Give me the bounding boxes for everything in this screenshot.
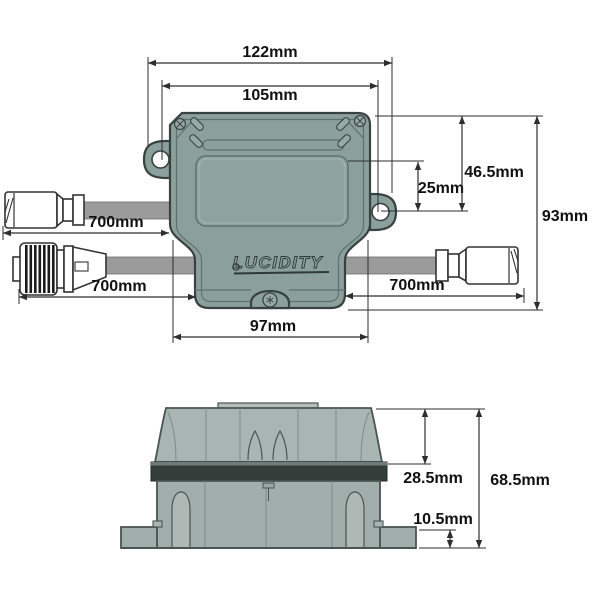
foot-bump-right xyxy=(373,520,384,528)
dim-label-97mm: 97mm xyxy=(250,318,296,335)
gasket-band-highlight xyxy=(151,462,387,466)
foot-right xyxy=(379,526,417,549)
tab-hole-right xyxy=(371,202,390,222)
connector-cone xyxy=(72,246,107,292)
dim-label-700mm-lower-left: 700mm xyxy=(91,278,146,295)
recessed-panel xyxy=(195,155,349,227)
knurl-ribs xyxy=(25,245,55,293)
center-screw-slot xyxy=(262,482,275,489)
logo-underline xyxy=(233,271,330,275)
lid-surface-lines xyxy=(167,408,370,462)
dimensions-top-view: 122mm 105mm 25mm 46.5mm 93mm 97mm 700mm … xyxy=(2,44,588,343)
corner-screw-left xyxy=(173,117,204,148)
connector-key-slot xyxy=(74,261,89,272)
dim-label-68-5mm: 68.5mm xyxy=(490,472,550,489)
corner-screw-right xyxy=(336,114,367,148)
enclosure-side-view xyxy=(120,402,417,549)
gland-arch-left xyxy=(171,491,191,549)
connector-body xyxy=(4,191,58,229)
dim-label-28-5mm: 28.5mm xyxy=(403,470,463,487)
foot-left xyxy=(120,526,158,549)
dim-label-46-5mm: 46.5mm xyxy=(464,164,524,181)
dim-label-25mm: 25mm xyxy=(418,180,464,197)
connector-upper-left xyxy=(4,191,85,229)
cable-lower-left xyxy=(99,256,199,275)
lid-body xyxy=(153,407,384,463)
dim-label-93mm: 93mm xyxy=(542,208,588,225)
lid-arch-details xyxy=(247,429,288,461)
cable-right xyxy=(341,256,439,275)
top-view: LUCIDITY xyxy=(2,44,588,343)
connector-lower-left xyxy=(12,242,107,296)
gland-arch-right xyxy=(345,491,365,549)
dim-label-10-5mm: 10.5mm xyxy=(413,511,473,528)
lower-body-lines xyxy=(204,481,333,548)
dim-label-700mm-right: 700mm xyxy=(389,277,444,294)
lid-seam xyxy=(175,118,365,303)
dimensions-side-view: 28.5mm 68.5mm 10.5mm xyxy=(376,408,550,549)
connector-collar xyxy=(63,245,74,293)
connector-body xyxy=(465,246,519,285)
logo-dot xyxy=(232,263,240,271)
foot-bump-left xyxy=(152,520,163,528)
tab-hole-left xyxy=(151,150,170,169)
connector-hatch xyxy=(510,248,519,274)
connector-taper xyxy=(56,192,64,228)
recessed-panel-highlight xyxy=(198,158,346,224)
connector-taper xyxy=(458,247,467,283)
dim-label-122mm: 122mm xyxy=(242,44,297,61)
connector-right xyxy=(435,246,519,285)
logo: LUCIDITY xyxy=(232,253,330,275)
logo-text: LUCIDITY xyxy=(233,253,324,272)
dim-label-105mm: 105mm xyxy=(242,87,297,104)
dim-label-700mm-upper-left: 700mm xyxy=(88,214,143,231)
enclosure-top-view: LUCIDITY xyxy=(142,111,398,310)
bottom-screw-torx xyxy=(266,296,274,304)
side-view: 28.5mm 68.5mm 10.5mm xyxy=(120,402,550,549)
connector-hatch xyxy=(4,197,14,224)
connector-collar xyxy=(72,194,85,226)
connector-step xyxy=(56,249,65,289)
connector-neck xyxy=(62,198,74,222)
connector-neck xyxy=(447,253,460,278)
